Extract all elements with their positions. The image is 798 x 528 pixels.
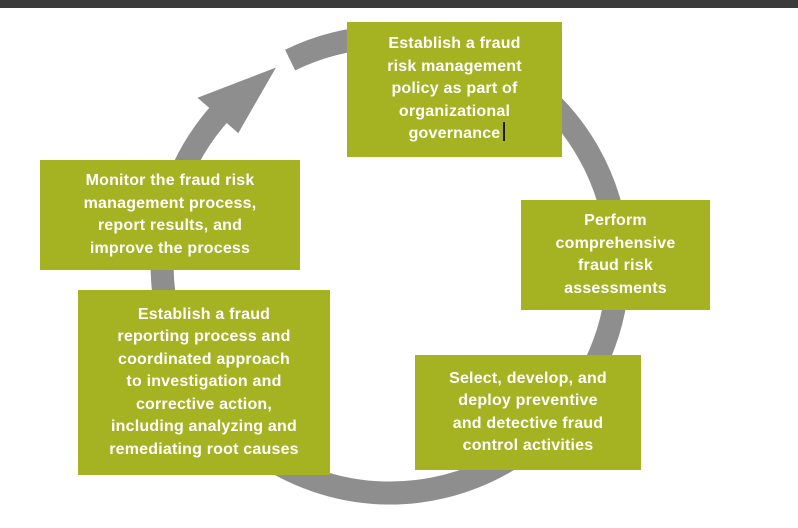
top-border-bar (0, 0, 798, 8)
step-label-reporting: Establish a fraud reporting process and … (109, 305, 299, 458)
step-label-policy: Establish a fraud risk management policy… (387, 35, 522, 143)
step-label-assessments: Perform comprehensive fraud risk assessm… (555, 212, 676, 297)
step-box-assessments: Perform comprehensive fraud risk assessm… (521, 200, 710, 310)
step-box-policy: Establish a fraud risk management policy… (347, 22, 562, 157)
step-box-monitoring: Monitor the fraud risk management proces… (40, 160, 300, 270)
step-box-reporting: Establish a fraud reporting process and … (78, 290, 330, 475)
step-box-controls: Select, develop, and deploy preventive a… (415, 355, 641, 470)
cycle-arrowhead-icon (197, 67, 276, 134)
step-label-monitoring: Monitor the fraud risk management proces… (83, 172, 257, 257)
text-cursor (503, 122, 505, 141)
step-label-controls: Select, develop, and deploy preventive a… (449, 369, 607, 455)
